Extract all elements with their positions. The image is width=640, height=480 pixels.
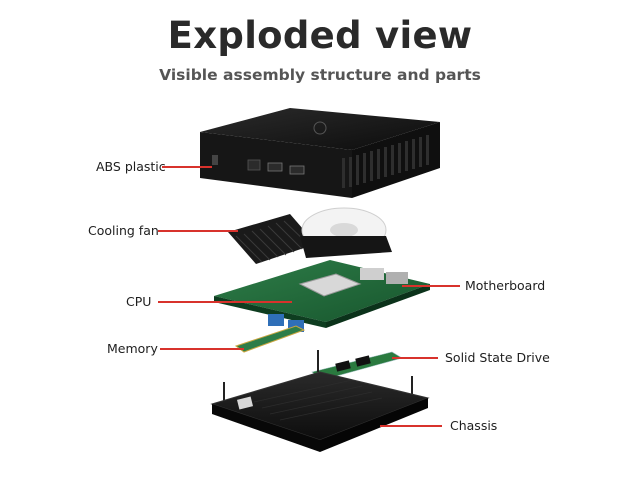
label-memory: Memory bbox=[107, 341, 158, 356]
label-ssd: Solid State Drive bbox=[445, 350, 550, 365]
chassis bbox=[210, 371, 430, 452]
label-cooling-fan: Cooling fan bbox=[88, 223, 159, 238]
motherboard-port-2 bbox=[386, 272, 408, 284]
label-cpu: CPU bbox=[126, 294, 152, 309]
ssd-module bbox=[311, 351, 403, 381]
cpu-chip bbox=[298, 273, 362, 297]
usb-port-1 bbox=[267, 162, 283, 172]
front-port-1 bbox=[247, 159, 261, 171]
logo-icon bbox=[313, 121, 327, 135]
usb3-port-1 bbox=[268, 314, 284, 326]
power-port bbox=[212, 155, 218, 165]
motherboard-pcb bbox=[214, 260, 430, 353]
label-chassis: Chassis bbox=[450, 418, 498, 433]
label-abs-plastic: ABS plastic bbox=[96, 159, 166, 174]
abs-plastic-case bbox=[200, 108, 440, 198]
memory-module bbox=[234, 325, 306, 353]
side-vents bbox=[342, 135, 429, 188]
page-subtitle: Visible assembly structure and parts bbox=[159, 66, 481, 84]
usb-port-2 bbox=[289, 165, 305, 175]
motherboard-port-1 bbox=[360, 268, 384, 280]
label-motherboard: Motherboard bbox=[465, 278, 546, 293]
leader-lines bbox=[158, 166, 460, 427]
page-title: Exploded view bbox=[167, 14, 473, 57]
cooling-fan-assembly bbox=[228, 207, 392, 264]
